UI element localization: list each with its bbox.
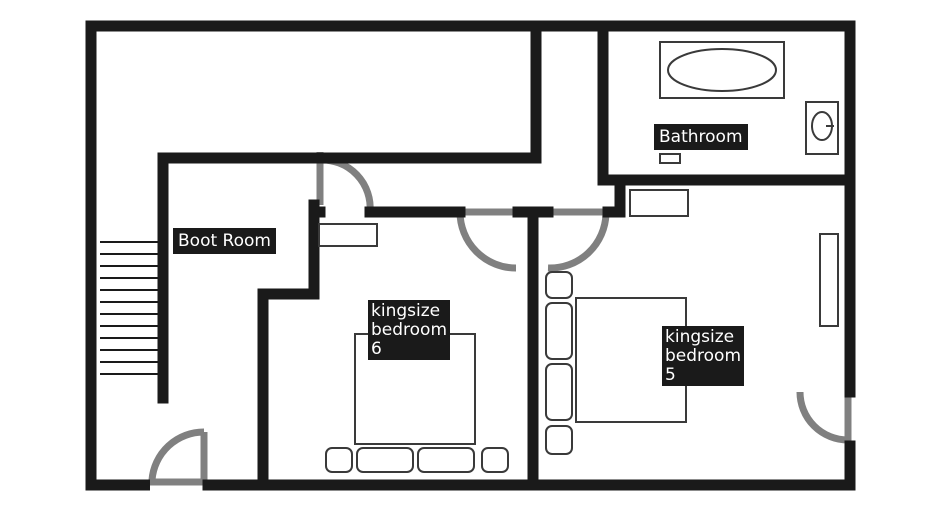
bedroom5-line-2: bedroom (665, 346, 742, 366)
bedroom6-line-3: 6 (371, 339, 382, 359)
stair-landing-wall (597, 174, 626, 218)
bedroom5-line-1: kingsize (665, 327, 735, 347)
corridor-wall (157, 20, 542, 404)
walls (85, 20, 856, 491)
door-bedroom5-right (796, 391, 852, 446)
stairs (100, 241, 158, 375)
bedroom6-pillow-4 (481, 447, 509, 473)
bedroom6-pillow-2 (356, 447, 414, 473)
door-entrance (148, 428, 208, 486)
label-bathroom: Bathroom (654, 124, 748, 150)
bedroom5-shelf (629, 189, 689, 217)
bedroom6-left-wall (257, 206, 320, 491)
toilet (659, 153, 681, 164)
bathroom-fixtures (659, 41, 839, 164)
bedroom5-pillow-4 (545, 425, 573, 455)
boot-room-door-frame (308, 199, 326, 218)
bedroom5-pillow-2 (545, 302, 573, 360)
bedroom5-wardrobe (819, 233, 839, 327)
bedroom5-line-3: 5 (665, 365, 676, 385)
bathtub-basin (667, 48, 777, 92)
washbasin (805, 101, 839, 155)
bathroom-text: Bathroom (659, 127, 743, 147)
bedroom6-pillow-3 (417, 447, 475, 473)
label-bedroom6: kingsize bedroom 6 (368, 300, 451, 360)
bedroom6-line-1: kingsize (371, 301, 441, 321)
door-bedroom6 (456, 208, 518, 272)
bedroom6-line-2: bedroom (371, 320, 448, 340)
door-bedroom5 (547, 208, 610, 272)
bedroom5-pillow-3 (545, 363, 573, 421)
bathtub (659, 41, 785, 99)
label-bedroom5: kingsize bedroom 5 (662, 326, 745, 386)
outer-wall (85, 20, 856, 491)
doors (148, 152, 852, 486)
bedroom6-shelf (318, 223, 378, 247)
bedroom5-furniture (545, 189, 839, 455)
bedroom5-pillow-1 (545, 271, 573, 299)
bedroom6-pillow-1 (325, 447, 353, 473)
label-boot-room: Boot Room (173, 228, 276, 254)
boot-room-text: Boot Room (178, 231, 271, 251)
